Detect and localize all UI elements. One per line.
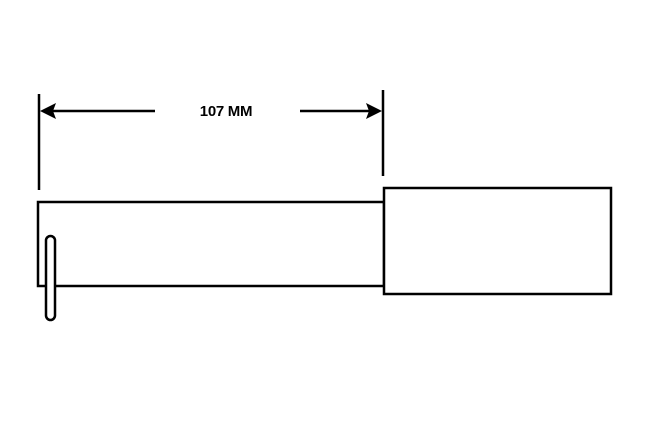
pin-head: [382, 186, 613, 296]
left-arrowhead: [40, 103, 56, 119]
right-arrowhead: [366, 103, 382, 119]
pin-shaft: [36, 200, 386, 288]
retaining-clip: [44, 234, 57, 322]
dimension-label: 107 MM: [200, 103, 252, 120]
